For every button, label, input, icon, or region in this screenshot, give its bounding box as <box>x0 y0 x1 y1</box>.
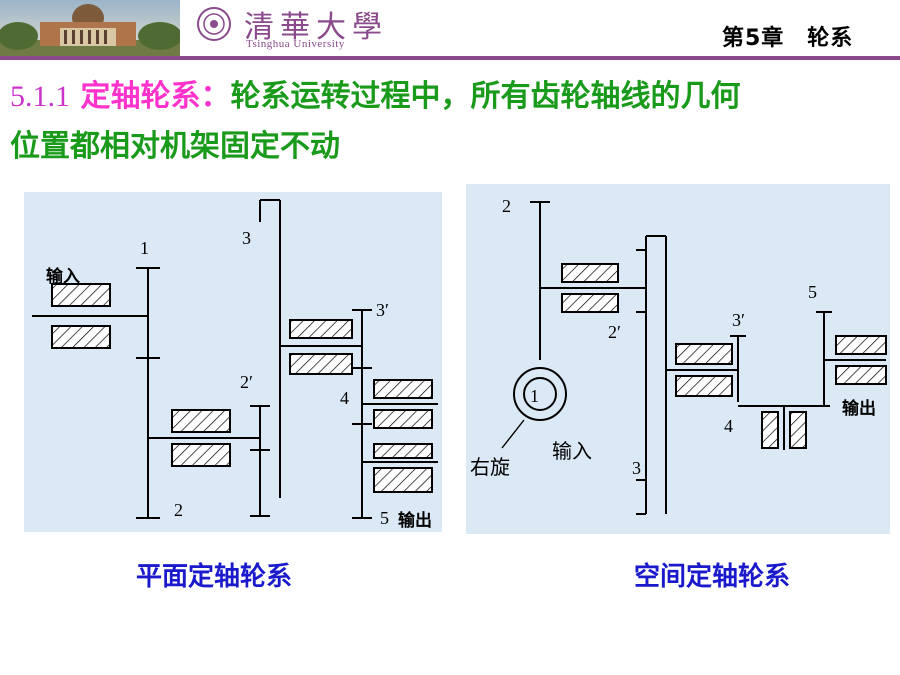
output-label: 输出 <box>398 510 432 530</box>
term-label: 定轴轮系： <box>80 79 231 114</box>
slide-header: 清華大學 Tsinghua University 第5章 轮系 <box>0 0 900 60</box>
university-seal-icon <box>197 7 231 41</box>
university-logo-english: Tsinghua University <box>246 38 345 50</box>
spatial-gear-train-panel: 2 1 2′ 3 3′ 4 5 输入 右旋 输出 <box>466 184 890 534</box>
gear-label-4: 4 <box>724 416 733 436</box>
gear-label-5: 5 <box>808 282 817 302</box>
definition-line-2: 位置都相对机架固定不动 <box>10 129 340 164</box>
right-hand-label: 右旋 <box>470 456 510 479</box>
campus-building-photo <box>0 0 180 58</box>
chapter-label: 第5章 轮系 <box>722 26 854 51</box>
spatial-caption: 空间定轴轮系 <box>634 562 791 592</box>
gear-label-3: 3 <box>242 228 251 248</box>
gear-label-3: 3 <box>632 458 641 478</box>
gear-label-2prime: 2′ <box>608 322 621 342</box>
spatial-gear-train-diagram: 2 1 2′ 3 3′ 4 5 输入 右旋 输出 <box>470 196 887 515</box>
gear-label-2prime: 2′ <box>240 372 253 392</box>
gear-label-1: 1 <box>140 238 149 258</box>
university-logo-chinese: 清華大學 <box>244 10 388 45</box>
output-label: 输出 <box>842 398 876 418</box>
gear-label-5: 5 <box>380 508 389 528</box>
input-label: 输入 <box>46 266 80 286</box>
gear-label-2: 2 <box>174 500 183 520</box>
planar-gear-train-panel: 1 2 2′ 3 3′ 4 5 输入 输出 <box>24 192 442 532</box>
planar-gear-train-diagram: 1 2 2′ 3 3′ 4 5 输入 输出 <box>32 199 438 530</box>
gear-label-4: 4 <box>340 388 349 408</box>
section-number: 5.1.1 <box>10 80 70 113</box>
input-label: 输入 <box>552 440 592 463</box>
gear-label-2: 2 <box>502 196 511 216</box>
slide-title: 5.1.1 定轴轮系：轮系运转过程中，所有齿轮轴线的几何 位置都相对机架固定不动 <box>10 72 890 172</box>
gear-label-1: 1 <box>530 386 539 406</box>
planar-caption: 平面定轴轮系 <box>136 562 293 592</box>
gear-label-3prime: 3′ <box>732 310 745 330</box>
gear-label-3prime: 3′ <box>376 300 389 320</box>
definition-line-1: 轮系运转过程中，所有齿轮轴线的几何 <box>230 79 741 114</box>
header-divider <box>0 56 900 60</box>
